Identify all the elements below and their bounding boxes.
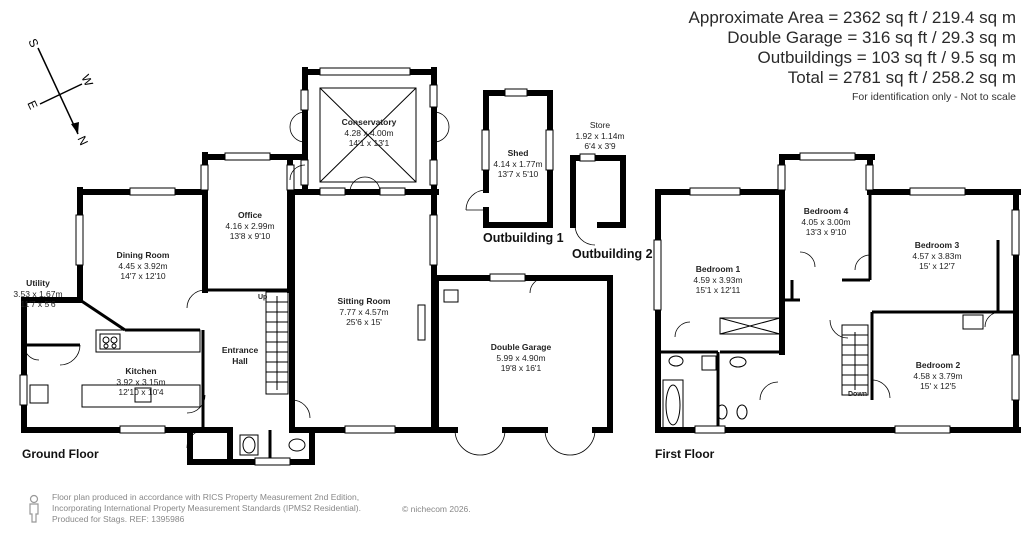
area-summary: Approximate Area = 2362 sq ft / 219.4 sq… [689, 8, 1016, 103]
room-label-bedroom-2: Bedroom 2 4.58 x 3.79m 15' x 12'5 [913, 360, 963, 391]
footer-line-1: Floor plan produced in accordance with R… [52, 492, 360, 502]
room-label-shed: Shed 4.14 x 1.77m 13'7 x 5'10 [493, 148, 543, 179]
room-label-office: Office 4.16 x 2.99m 13'8 x 9'10 [225, 210, 275, 241]
outbuildings-area: Outbuildings = 103 sq ft / 9.5 sq m [757, 48, 1016, 67]
footer-notes: Floor plan produced in accordance with R… [52, 492, 361, 525]
room-label-store: Store 1.92 x 1.14m 6'4 x 3'9 [575, 120, 625, 151]
total-area: Total = 2781 sq ft / 258.2 sq m [787, 68, 1016, 87]
garage-area: Double Garage = 316 sq ft / 29.3 sq m [727, 28, 1016, 47]
first-floor-fixtures [662, 251, 1001, 429]
copyright-notice: © nichecom 2026. [402, 504, 471, 514]
person-scale-icon [29, 494, 39, 523]
room-label-entrance: Entrance Hall [221, 345, 259, 366]
compass-n: N [74, 134, 90, 148]
ground-floor-doors [23, 111, 596, 456]
ground-floor-fixtures [29, 289, 459, 456]
outbuilding-2-walls [570, 153, 626, 246]
room-label-sitting: Sitting Room 7.77 x 4.57m 25'6 x 15' [337, 296, 391, 327]
compass-w: W [78, 72, 96, 89]
footer-line-3: Produced for Stags. REF: 1395986 [52, 514, 185, 524]
room-label-garage: Double Garage 5.99 x 4.90m 19'8 x 16'1 [490, 342, 552, 373]
compass-s: S [25, 36, 41, 49]
ground-floor-walls [21, 67, 613, 465]
approximate-area: Approximate Area = 2362 sq ft / 219.4 sq… [688, 8, 1016, 27]
first-floor-label: First Floor [655, 447, 715, 461]
room-label-dining: Dining Room 4.45 x 3.92m 14'7 x 12'10 [116, 250, 170, 281]
stairs-down-label: Down [848, 391, 868, 398]
outbuilding-1-walls [465, 88, 554, 228]
room-label-kitchen: Kitchen 3.92 x 3.15m 12'10 x 10'4 [116, 366, 166, 397]
room-label-bedroom-4: Bedroom 4 4.05 x 3.00m 13'3 x 9'10 [801, 206, 851, 237]
room-label-utility: Utility 3.53 x 1.67m 11'7 x 5'6 [13, 278, 63, 309]
compass-icon: S N W E [24, 36, 96, 147]
footer-line-2: Incorporating International Property Mea… [52, 503, 361, 513]
identification-note: For identification only - Not to scale [852, 91, 1016, 103]
room-label-conservatory: Conservatory 4.28 x 4.00m 14'1 x 13'1 [341, 117, 397, 148]
room-label-bedroom-1: Bedroom 1 4.59 x 3.93m 15'1 x 12'11 [693, 264, 743, 295]
outbuilding-1-label: Outbuilding 1 [483, 231, 564, 245]
stairs-up-label: Up [258, 294, 268, 301]
first-floor-windows [653, 152, 1020, 434]
outbuilding-2-label: Outbuilding 2 [572, 247, 653, 261]
compass-e: E [24, 98, 40, 111]
room-label-bedroom-3: Bedroom 3 4.57 x 3.83m 15' x 12'7 [912, 240, 962, 271]
ground-floor-label: Ground Floor [22, 447, 99, 461]
